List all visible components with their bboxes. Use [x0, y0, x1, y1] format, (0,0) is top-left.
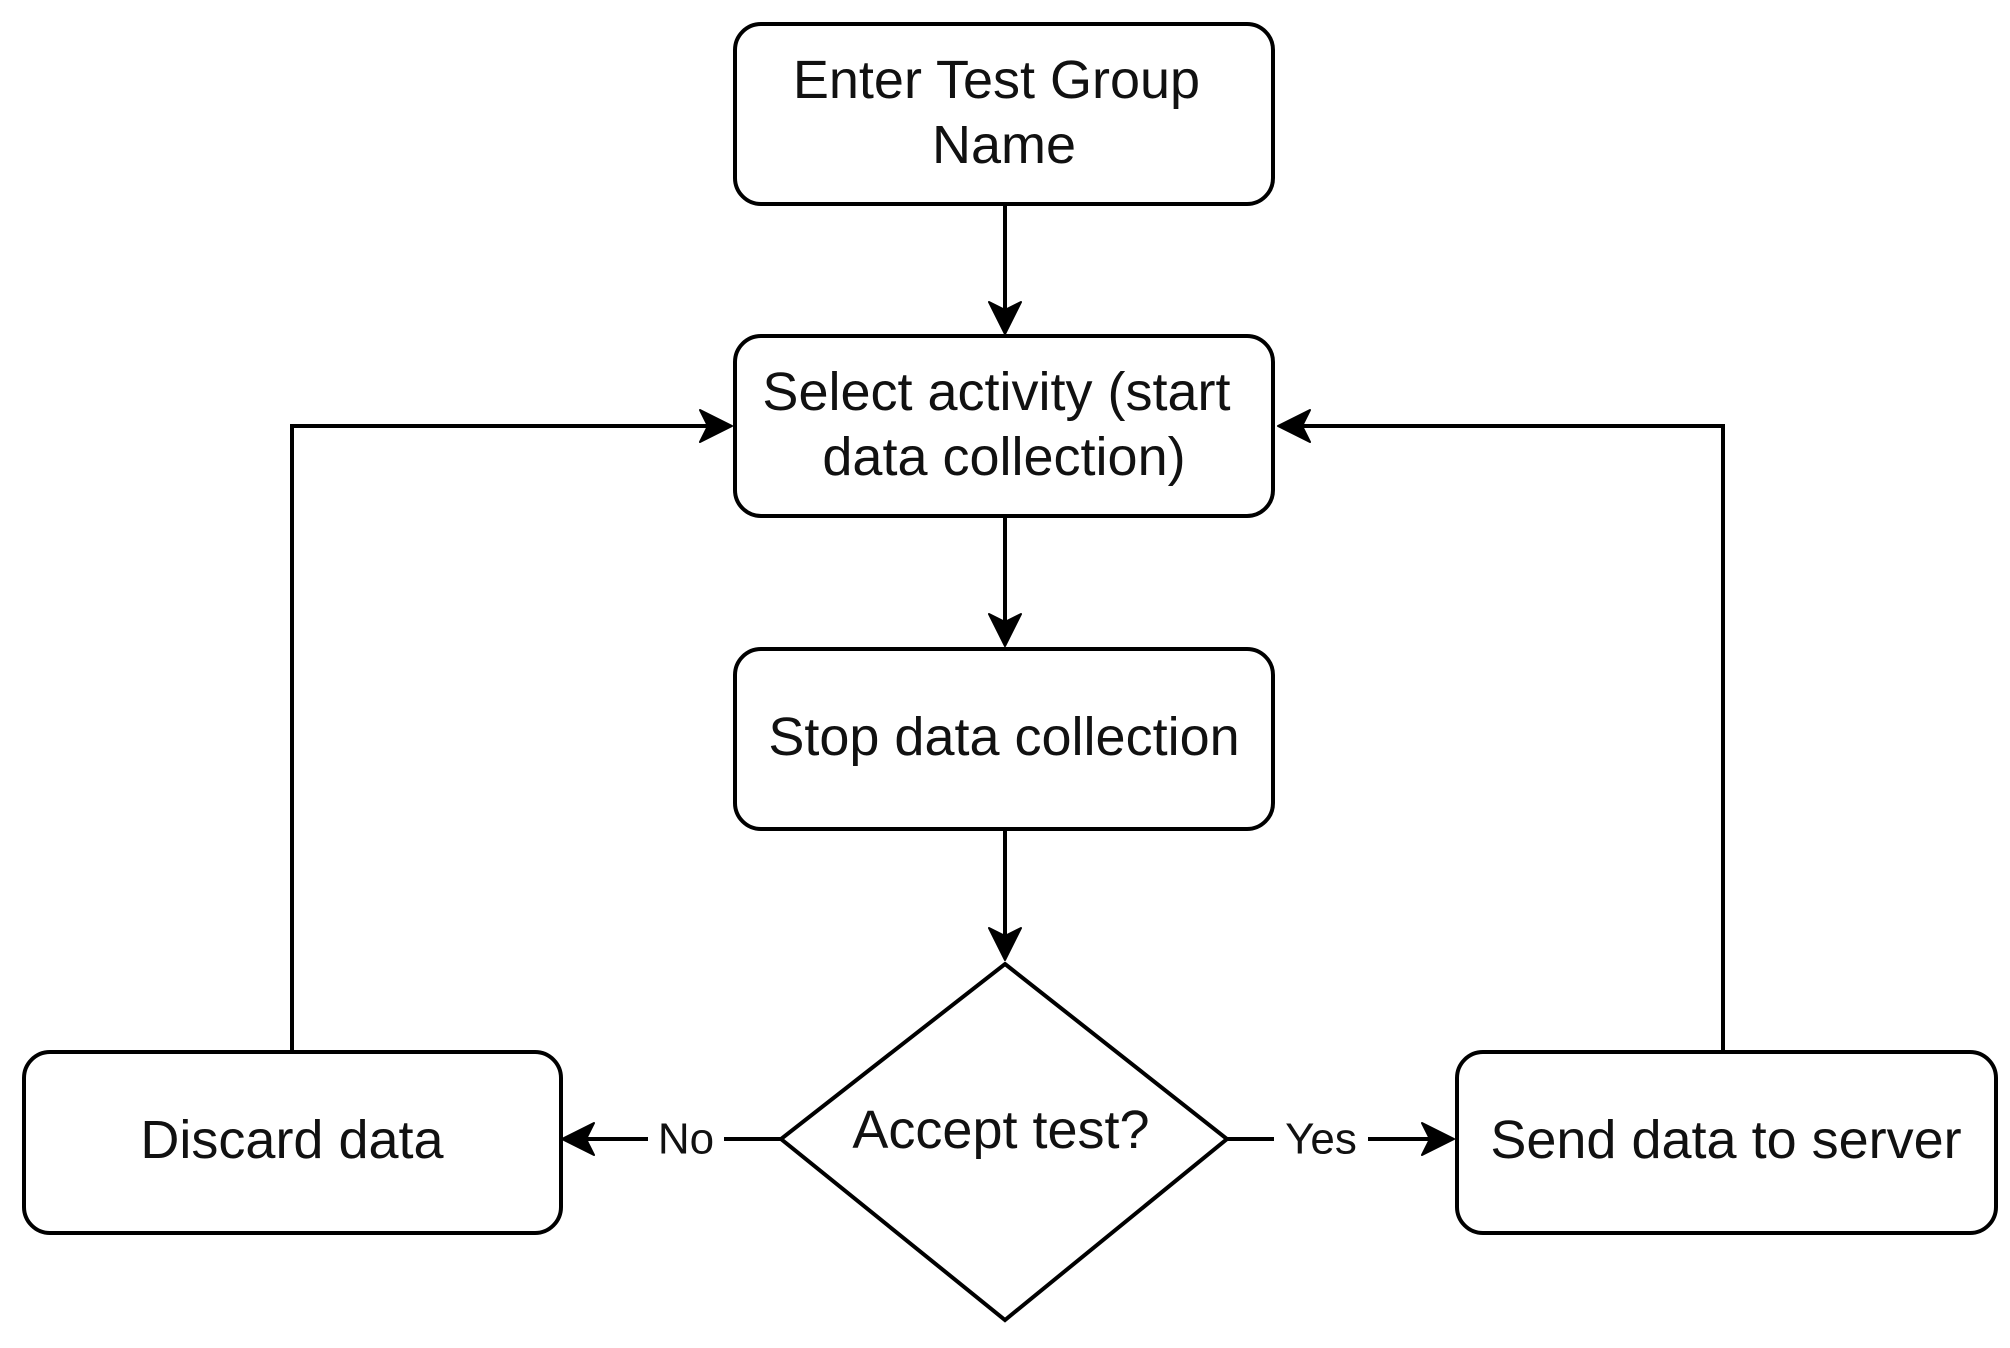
svg-text:Enter Test Group Name: Enter Test Group Name	[793, 50, 1215, 175]
node-enter-group-line-1: Enter Test Group	[793, 50, 1200, 110]
node-enter-group-line-2: Name	[932, 115, 1076, 175]
node-select-activity-line-1: Select activity (start	[762, 362, 1230, 422]
node-send-data: Send data to server	[1455, 1050, 1998, 1235]
arrow-head-icon	[561, 1122, 595, 1156]
node-stop-collection-line-1: Stop data collection	[768, 707, 1239, 767]
arrow-head-icon	[988, 613, 1022, 647]
edge-accept-no: No	[561, 1112, 781, 1166]
node-stop-collection: Stop data collection	[733, 647, 1275, 831]
arrow-head-icon	[699, 409, 733, 443]
edge-label-yes: Yes	[1285, 1115, 1357, 1164]
node-select-activity-line-2: data collection)	[822, 427, 1185, 487]
node-select-activity: Select activity (start data collection)	[733, 334, 1275, 518]
edge-select-to-stop	[988, 516, 1022, 647]
edge-enter-to-select	[988, 204, 1022, 335]
arrow-head-icon	[1277, 409, 1311, 443]
arrow-head-icon	[988, 301, 1022, 335]
edge-discard-loop	[290, 409, 733, 1050]
edge-accept-yes: Yes	[1227, 1112, 1455, 1166]
node-discard-data-line-1: Discard data	[140, 1110, 444, 1170]
arrow-head-icon	[988, 927, 1022, 961]
edge-send-loop	[1277, 409, 1725, 1050]
node-accept-test: Accept test?	[777, 961, 1231, 1323]
svg-text:Select activity (start d: Select activity (start data collection)	[762, 362, 1245, 487]
node-discard-data: Discard data	[22, 1050, 563, 1235]
node-send-data-line-1: Send data to server	[1490, 1110, 1961, 1170]
edge-stop-to-accept	[988, 829, 1022, 961]
arrow-head-icon	[1421, 1122, 1455, 1156]
node-accept-test-line-1: Accept test?	[852, 1100, 1149, 1160]
edge-label-no: No	[658, 1115, 714, 1164]
node-enter-group: Enter Test Group Name	[733, 22, 1275, 206]
